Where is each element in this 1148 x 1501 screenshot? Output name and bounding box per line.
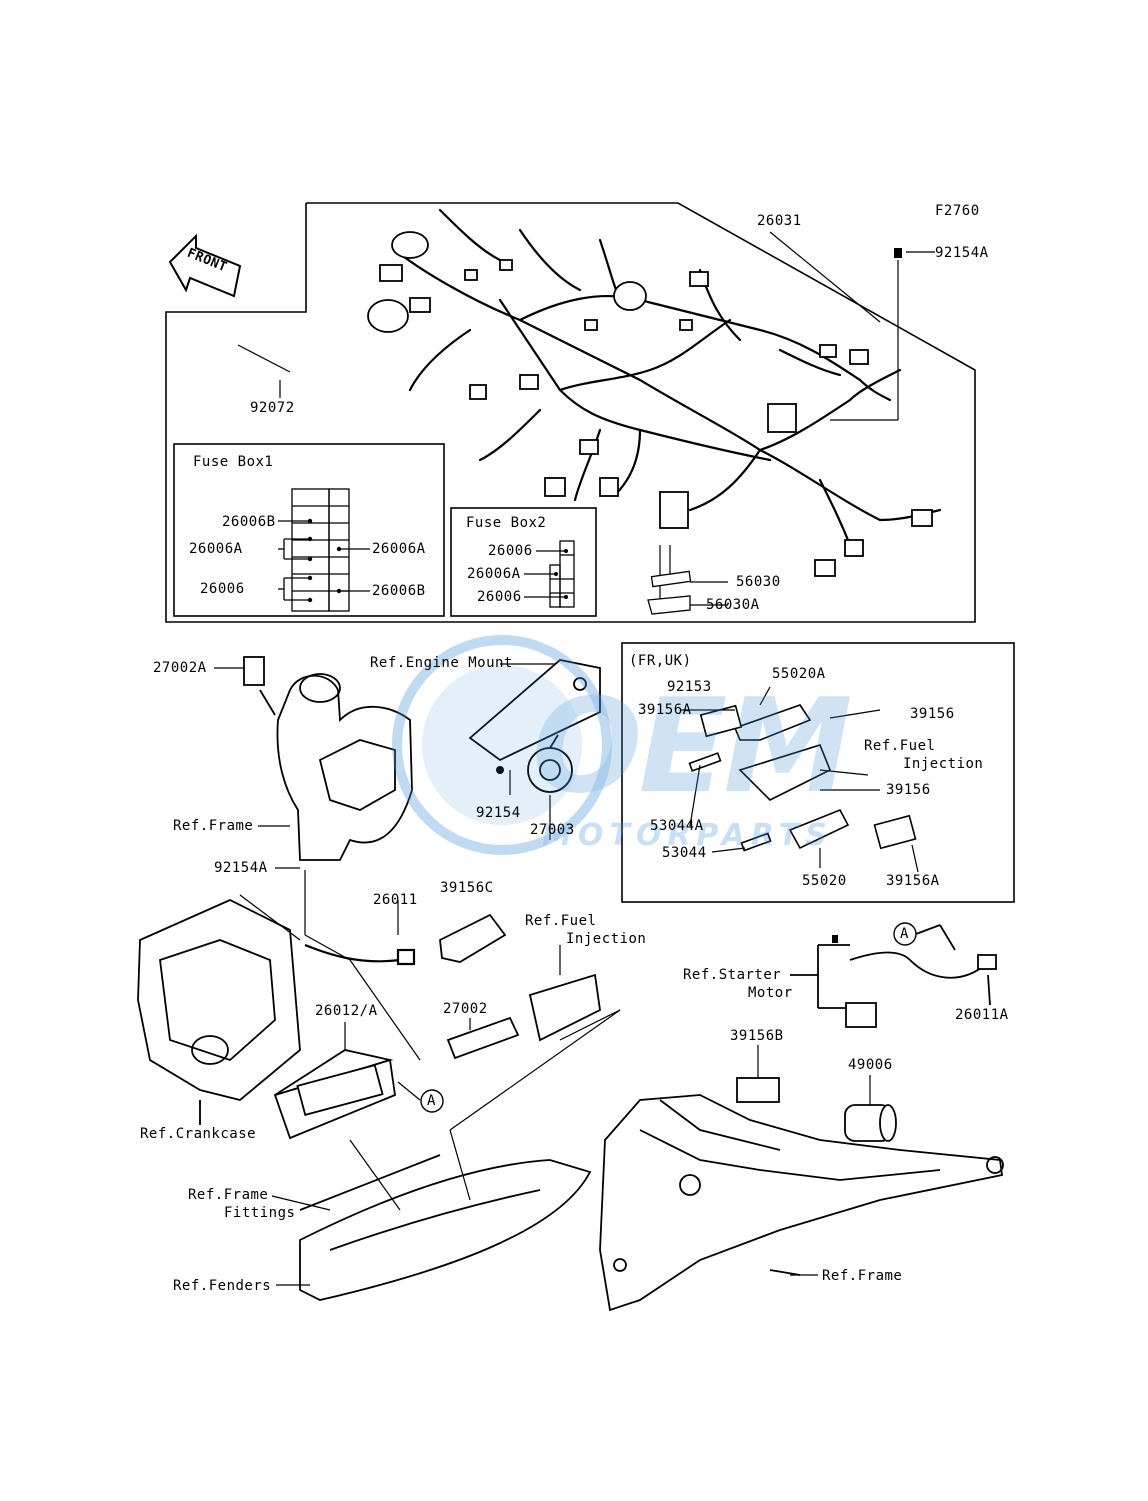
wiring-harness: [393, 208, 942, 547]
part-label: 39156B: [730, 1028, 784, 1044]
part-label: 92153: [667, 679, 712, 695]
part-label: 56030A: [706, 597, 760, 613]
ref-label: Injection: [903, 756, 984, 772]
part-label: 26006B: [222, 514, 276, 530]
part-label: 55020: [802, 873, 847, 889]
relay-27002-icon: [446, 1016, 520, 1060]
horn-27003-icon: [527, 734, 573, 793]
fr-uk-frame: [621, 642, 1015, 903]
part-label: 26011: [373, 892, 418, 908]
relay-39156C-icon: [439, 913, 507, 963]
part-label: 92154: [476, 805, 521, 821]
part-label: 56030: [736, 574, 781, 590]
front-arrow-icon: [168, 233, 242, 298]
part-label: 92154A: [214, 860, 268, 876]
ref-label: Ref.Frame: [188, 1187, 269, 1203]
part-label: 26006A: [189, 541, 243, 557]
ref-label: Motor: [748, 985, 793, 1001]
part-49006-icon: [844, 1104, 897, 1142]
harness-outline: [165, 202, 976, 623]
part-label: 26006: [200, 581, 245, 597]
part-label: 27002A: [153, 660, 207, 676]
part-label: 26031: [757, 213, 802, 229]
part-label: 39156A: [638, 702, 692, 718]
part-label: 26006: [488, 543, 533, 559]
part-label: 92154A: [935, 245, 989, 261]
part-label: 53044: [662, 845, 707, 861]
harness-connectors: [367, 231, 933, 577]
part-label: 26006A: [467, 566, 521, 582]
part-label: 39156A: [886, 873, 940, 889]
part-label: 39156: [910, 706, 955, 722]
part-label: 26011A: [955, 1007, 1009, 1023]
battery-26012A-icon: [273, 1049, 396, 1140]
fuse-box2-schematic: [524, 540, 575, 608]
fuel-injection-ecu-icon: [528, 973, 601, 1042]
callout-a1: A: [427, 1093, 436, 1109]
ref-label: Ref.Frame: [822, 1268, 903, 1284]
rear-fender: [299, 1154, 592, 1301]
part-label: 55020A: [772, 666, 826, 682]
part-label: 92072: [250, 400, 295, 416]
ref-label: Injection: [566, 931, 647, 947]
fuse-box1-schematic: [278, 488, 370, 612]
relay-27002A-icon: [243, 656, 265, 686]
ref-label: Ref.Frame: [173, 818, 254, 834]
fuse-box1-title: Fuse Box1: [193, 454, 274, 470]
watermark-main: OEM: [532, 670, 853, 822]
fr-uk-title: (FR,UK): [629, 653, 692, 669]
fr-uk-parts: [688, 704, 917, 852]
crankcase: [137, 899, 301, 1125]
part-label: 26006: [477, 589, 522, 605]
battery-cable: [304, 943, 416, 966]
ref-label: Fittings: [224, 1205, 296, 1221]
ref-label: Ref.Fuel: [864, 738, 936, 754]
steering-head-frame: [259, 673, 413, 861]
watermark-sub: MOTORPARTS: [542, 818, 833, 853]
part-label: 27003: [530, 822, 575, 838]
fuse-box2-title: Fuse Box2: [466, 515, 547, 531]
part-label: 26012/A: [315, 1003, 378, 1019]
callout-a2: A: [900, 926, 909, 942]
ref-label: Ref.Crankcase: [140, 1126, 257, 1142]
figure-code: F2760: [935, 203, 980, 219]
fuse-box1-frame: [173, 443, 445, 617]
engine-mount-bracket: [468, 659, 601, 762]
part-label: 26006A: [372, 541, 426, 557]
starter-relay: [790, 924, 997, 1028]
rear-frame: [599, 1094, 1004, 1312]
part-label: 39156C: [440, 880, 494, 896]
ref-label: Ref.Fuel: [525, 913, 597, 929]
part-label: 26006B: [372, 583, 426, 599]
relay-39156B-icon: [736, 1077, 780, 1103]
ref-label: Ref.Starter: [683, 967, 782, 983]
part-label: 27002: [443, 1001, 488, 1017]
part-label: 49006: [848, 1057, 893, 1073]
callout-a1-circle: [420, 1089, 444, 1113]
watermark: OEM MOTORPARTS: [392, 630, 853, 870]
part-label: 39156: [886, 782, 931, 798]
part-label: 53044A: [650, 818, 704, 834]
ref-label: Ref.Fenders: [173, 1278, 272, 1294]
ref-label: Ref.Engine Mount: [370, 655, 513, 671]
fuse-box2-frame: [450, 507, 597, 617]
